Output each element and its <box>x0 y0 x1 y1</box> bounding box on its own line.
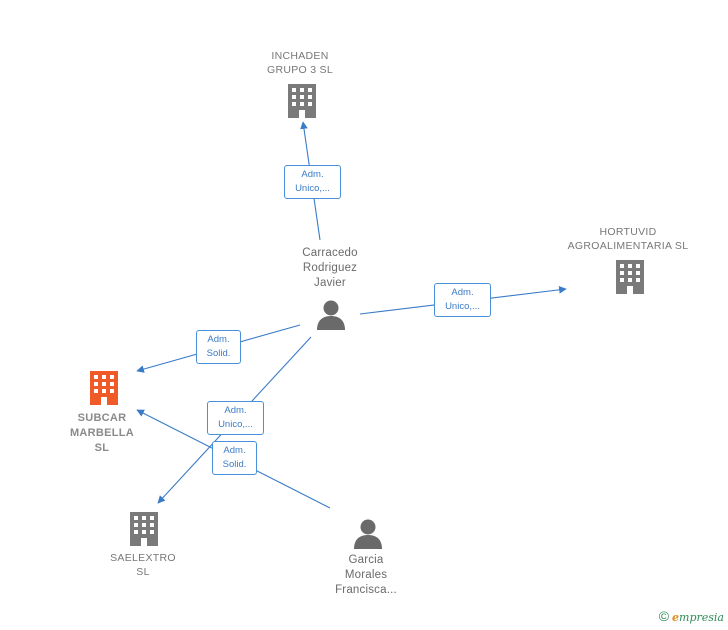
label-line: SAELEXTRO <box>110 552 176 564</box>
relation-line: Solid. <box>206 348 231 359</box>
relation-box-carracedo-inchaden[interactable]: Adm. Unico,... <box>284 165 341 199</box>
label-line: GRUPO 3 SL <box>266 64 334 76</box>
node-label-inchaden[interactable]: INCHADEN GRUPO 3 SL <box>267 49 333 77</box>
label-line: Francisca... <box>335 584 397 596</box>
label-line: Javier <box>314 277 346 289</box>
relation-line: Adm. <box>451 287 474 298</box>
relation-line: Solid. <box>222 459 247 470</box>
label-line: SL <box>136 566 150 578</box>
brand-logo: empresia <box>672 611 724 624</box>
footer-brand[interactable]: ©empresia <box>659 608 724 624</box>
relation-line: Unico,... <box>295 183 330 194</box>
label-line: Carracedo <box>302 247 358 259</box>
relation-line: Adm. <box>301 169 324 180</box>
brand-logo-text: mpresia <box>679 611 724 624</box>
brand-logo-initial: e <box>672 611 680 624</box>
label-line: AGROALIMENTARIA SL <box>567 240 689 252</box>
label-line: INCHADEN <box>271 50 329 62</box>
relation-line: Adm. <box>207 334 230 345</box>
label-line: SL <box>94 442 110 454</box>
building-icon[interactable] <box>130 512 158 546</box>
copyright-icon: © <box>658 608 670 624</box>
node-label-hortuvid[interactable]: HORTUVID AGROALIMENTARIA SL <box>568 225 689 253</box>
building-icon[interactable] <box>288 84 316 118</box>
person-icon[interactable] <box>354 519 382 550</box>
relation-box-carracedo-saelextro[interactable]: Adm. Unico,... <box>207 401 264 435</box>
relation-box-carracedo-hortuvid[interactable]: Adm. Unico,... <box>434 283 491 317</box>
label-line: Garcia <box>348 554 384 566</box>
node-label-saelextro[interactable]: SAELEXTRO SL <box>110 551 176 579</box>
node-label-subcar[interactable]: SUBCAR MARBELLA SL <box>70 411 134 456</box>
label-line: Morales <box>344 569 388 581</box>
node-label-garcia[interactable]: Garcia Morales Francisca... <box>335 553 397 598</box>
label-line: MARBELLA <box>69 427 135 439</box>
relation-line: Unico,... <box>445 301 480 312</box>
relation-box-carracedo-subcar[interactable]: Adm. Solid. <box>196 330 241 364</box>
building-icon-focus[interactable] <box>90 371 118 405</box>
relation-line: Adm. <box>224 405 247 416</box>
label-line: SUBCAR <box>77 412 127 424</box>
node-label-carracedo[interactable]: Carracedo Rodriguez Javier <box>302 246 358 291</box>
relation-line: Adm. <box>223 445 246 456</box>
label-line: Rodriguez <box>302 262 358 274</box>
person-icon[interactable] <box>317 300 345 331</box>
relation-box-garcia-subcar[interactable]: Adm. Solid. <box>212 441 257 475</box>
label-line: HORTUVID <box>599 226 657 238</box>
relation-line: Unico,... <box>218 419 253 430</box>
building-icon[interactable] <box>616 260 644 294</box>
